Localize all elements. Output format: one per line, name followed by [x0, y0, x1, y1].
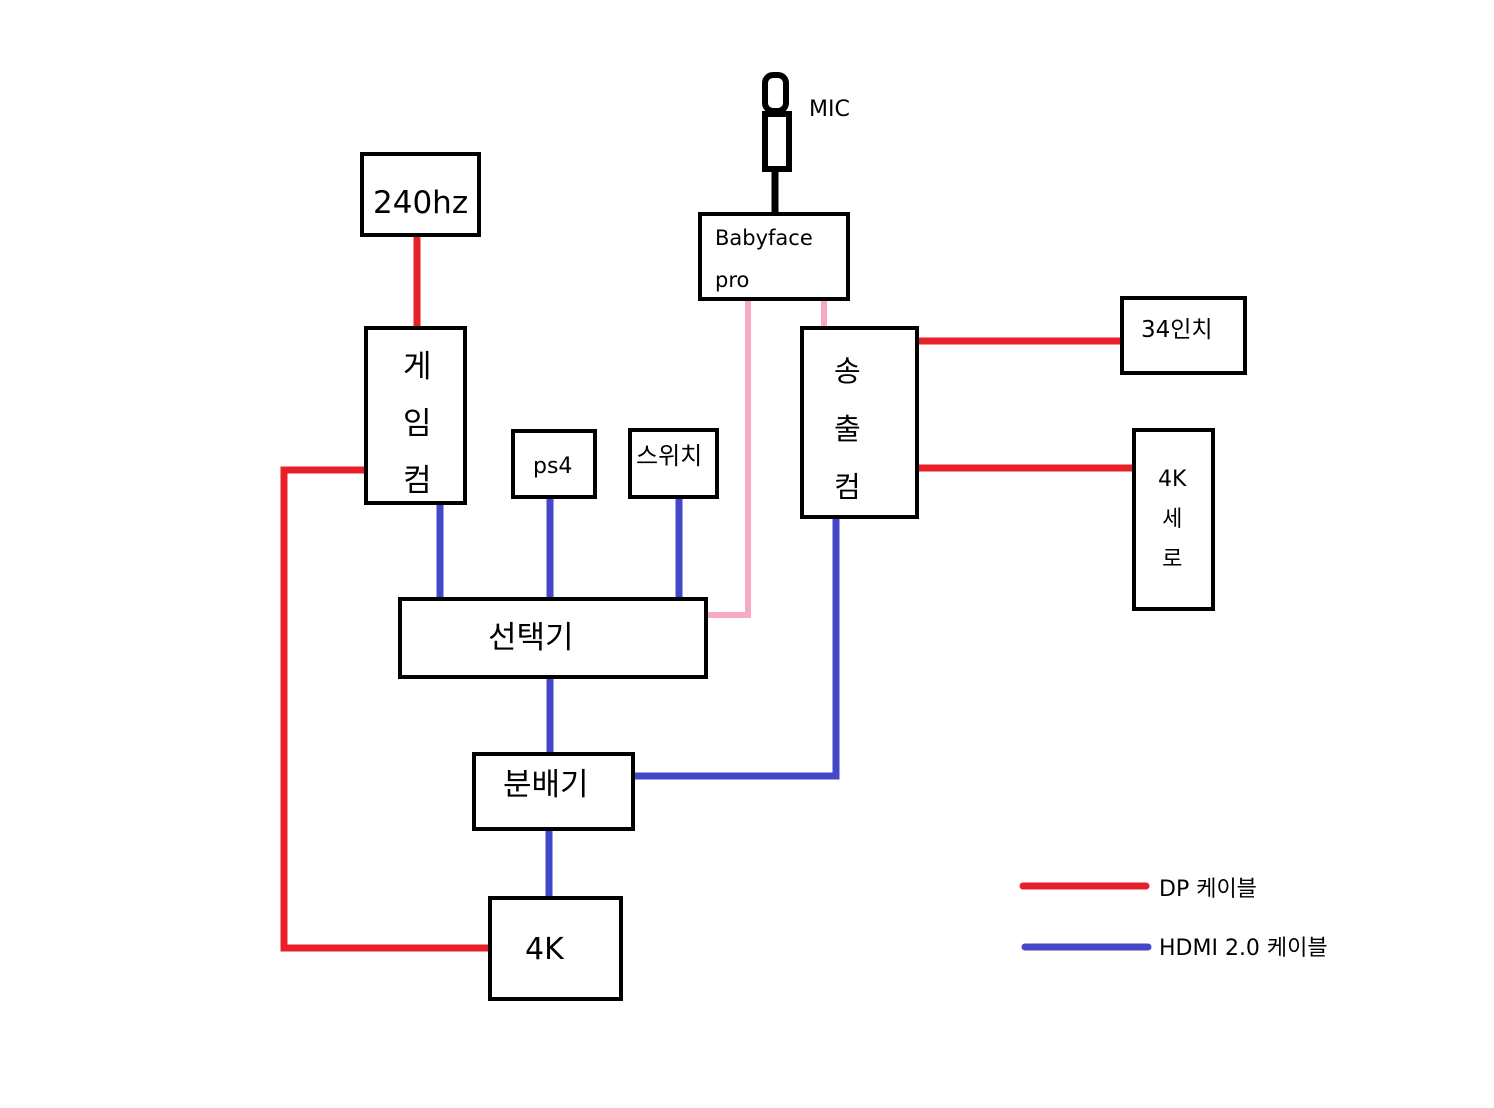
monitor-4k-vertical-line-2: 세 [1162, 507, 1183, 532]
mic-label: MIC [809, 97, 850, 122]
legend-hdmi-label: HDMI 2.0 케이블 [1159, 936, 1328, 961]
tv-4k-box [488, 896, 623, 1001]
switch-box [628, 428, 719, 499]
babyface-pro-label-line1: Babyface [715, 226, 813, 250]
selector-box [398, 597, 708, 679]
hdmi-cable-streaming-pc-to-splitter [632, 517, 840, 780]
babyface-pro-box [698, 212, 850, 301]
selector-label: 선택기 [488, 620, 574, 656]
monitor-4k-vertical-label: 4K 세 로 [1158, 469, 1186, 571]
monitor-4k-vertical-line-3: 로 [1162, 547, 1183, 572]
tv-4k-label: 4K [525, 932, 564, 967]
switch-label: 스위치 [636, 442, 703, 470]
gaming-pc-char-3: 컴 [403, 463, 432, 499]
babyface-pro-label-line2: pro [715, 268, 750, 292]
microphone-icon [762, 72, 792, 215]
dp-cable-gaming-pc-to-4k [280, 466, 492, 952]
ps4-label: ps4 [533, 454, 573, 479]
streaming-pc-char-1: 송 [834, 354, 861, 388]
splitter-box [472, 752, 635, 831]
monitor-240hz-label: 240hz [373, 185, 469, 221]
gaming-pc-box [364, 326, 467, 505]
gaming-pc-label: 게 임 컴 [403, 352, 432, 497]
monitor-34-label: 34인치 [1141, 317, 1213, 343]
monitor-4k-vertical-box [1132, 428, 1215, 611]
monitor-240hz-box [360, 152, 481, 237]
legend-dp-label: DP 케이블 [1159, 877, 1257, 902]
gaming-pc-char-2: 임 [403, 406, 432, 442]
splitter-label: 분배기 [503, 767, 589, 803]
streaming-pc-char-3: 컴 [834, 470, 861, 504]
ps4-box [511, 429, 597, 499]
audio-cable-babyface-to-selector [706, 298, 751, 618]
streaming-pc-char-2: 출 [834, 412, 861, 446]
gaming-pc-char-1: 게 [403, 349, 432, 385]
monitor-34-box [1120, 296, 1247, 375]
streaming-pc-box [800, 326, 919, 519]
streaming-pc-label: 송 출 컴 [834, 357, 861, 502]
monitor-4k-vertical-line-1: 4K [1158, 467, 1187, 492]
